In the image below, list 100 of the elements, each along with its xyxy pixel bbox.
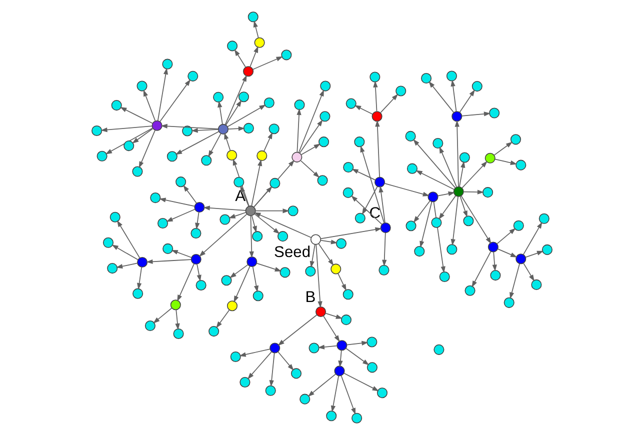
node-circle [239,376,250,388]
arrow [152,308,172,324]
node-circle [515,160,526,170]
node-circle [369,72,380,82]
arrow [250,159,262,206]
node-circle [446,244,457,255]
node-circle [109,212,120,222]
arrow [350,195,382,225]
node-circle [406,163,417,174]
arrow [300,160,320,178]
node-circle [172,328,184,339]
node-circle [252,290,263,302]
arrow [233,266,250,302]
arrow [232,158,249,207]
node-circle [482,187,493,198]
node-circle [268,124,279,134]
node-circle [342,289,353,300]
arrow [298,90,324,153]
node-circle [280,50,292,60]
node-circle [433,344,444,355]
node-circle [246,256,257,268]
arrow [277,352,294,371]
arrow [346,340,368,346]
node-circle [335,238,346,249]
arrow [240,186,249,207]
node-circle [136,256,148,268]
node-circle [530,279,542,290]
node-circle [247,12,258,22]
arrow [382,232,386,266]
node-circle [404,130,416,142]
node-circle [326,410,336,422]
node-circle [291,152,302,162]
arrow [450,196,458,246]
arrow [524,250,544,258]
arrow [322,316,340,342]
arrow [432,202,445,274]
arrow [277,314,317,346]
node-circle [462,216,474,226]
arrow [438,146,456,188]
arrow [254,214,280,234]
arrow [226,104,266,128]
arrow [458,161,465,188]
node-circle [96,150,107,162]
arrow [246,352,272,380]
node-circle [366,362,377,373]
arrow [250,215,256,233]
node-circle [190,228,201,239]
node-circle [334,366,344,376]
node-circle [226,40,238,52]
node-circle [144,320,155,332]
node-circle [220,275,232,286]
node-circle [132,166,142,177]
arrow [132,128,153,144]
arrow [462,190,484,194]
node-circle [287,206,298,216]
arrow [238,348,270,357]
node-circle [279,267,290,278]
node-circle [110,100,122,111]
arrow [459,196,467,218]
node-circle [157,218,168,229]
node-circle [136,80,147,92]
node-circle [342,187,353,198]
arrow [196,264,201,282]
node-circle [318,136,329,148]
node-circle [371,111,382,122]
arrow [496,248,517,258]
arrow [454,120,459,188]
arrow [300,144,320,156]
node-circle [264,385,276,396]
node-circle [123,140,134,152]
node-circle [376,388,388,398]
node-circle [380,222,390,234]
node-circle [252,231,262,242]
node-circle [226,150,237,161]
node-circle [308,342,319,354]
node-circle [354,136,364,148]
node-circle [230,351,240,362]
arrow [176,263,194,302]
node-circle [319,111,330,122]
arrow [522,222,542,255]
arrow [252,20,258,38]
node-circle [374,176,385,188]
node-circle [254,37,264,48]
arrow [256,262,282,272]
arrow [198,214,247,257]
arrow [104,128,153,154]
node-circle [175,176,186,188]
arrow [315,244,322,308]
node-circle [212,92,224,102]
arrow [360,146,384,224]
arrow [298,120,322,154]
node-circle [277,231,288,242]
arrow [330,375,339,412]
arrow [461,161,487,188]
arrow [320,227,382,240]
node-circle [219,214,230,225]
node-circle [195,280,206,291]
node-circle [438,271,450,282]
arrow [351,168,376,180]
arrow [415,170,454,190]
